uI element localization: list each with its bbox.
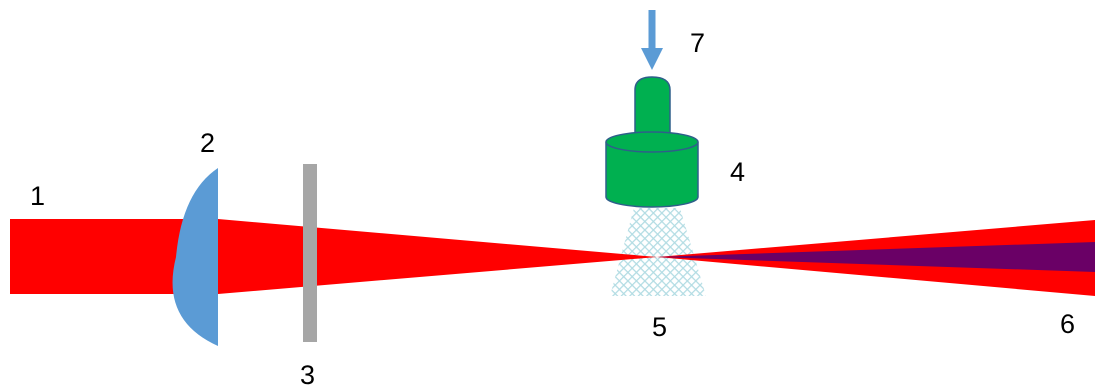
down-arrow-icon xyxy=(641,10,663,70)
label-lens: 2 xyxy=(200,128,215,158)
label-output-beam: 6 xyxy=(1060,309,1075,339)
lens xyxy=(172,168,218,346)
label-plate: 3 xyxy=(300,360,315,387)
spray-cone xyxy=(610,208,706,296)
label-incoming-beam: 1 xyxy=(30,181,45,211)
converging-beam xyxy=(182,219,657,294)
label-cylinder: 4 xyxy=(730,157,745,187)
cylinder-nozzle xyxy=(605,76,699,208)
label-arrow: 7 xyxy=(690,28,705,58)
plate xyxy=(303,164,317,342)
generated-beam xyxy=(657,242,1095,272)
incoming-beam xyxy=(10,219,185,294)
label-interaction-zone: 5 xyxy=(652,312,667,342)
